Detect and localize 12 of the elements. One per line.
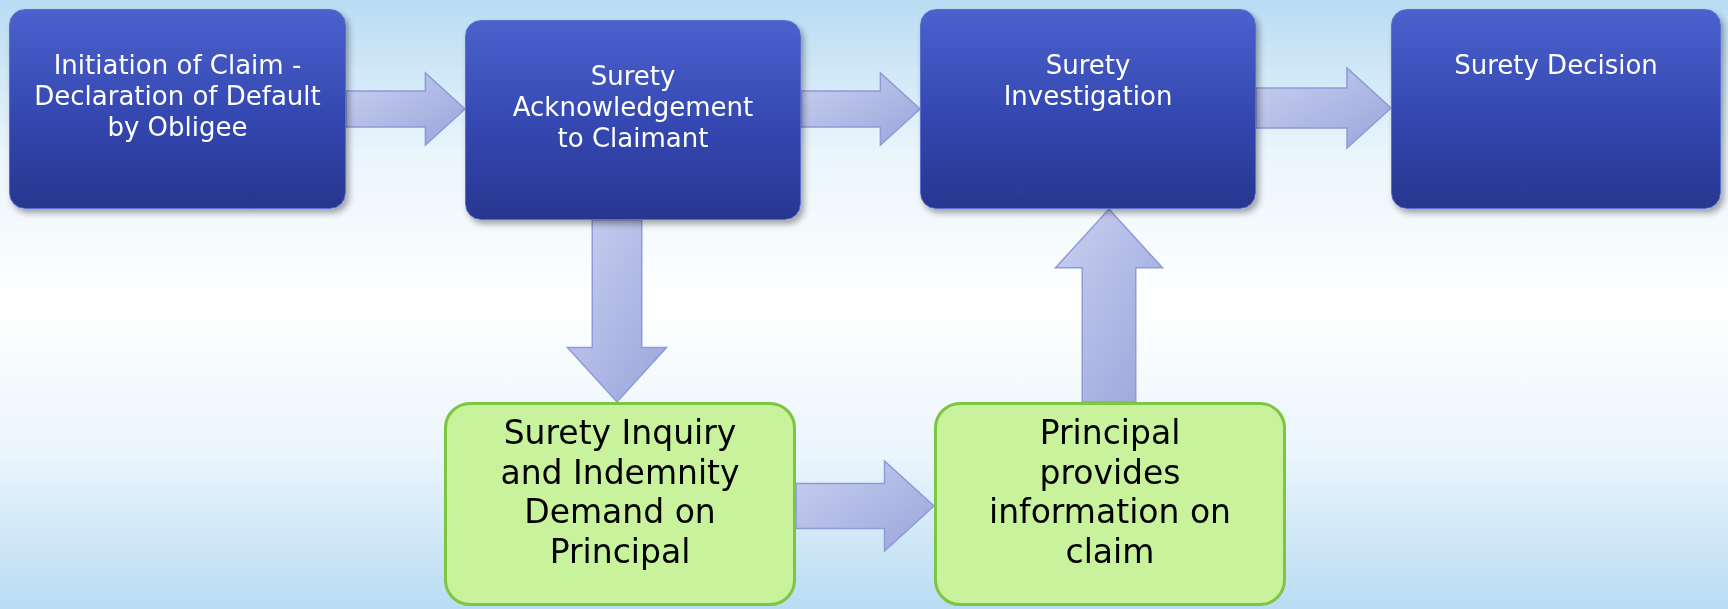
block-arrow [1053,207,1165,403]
step-box: Principal provides information on claim [934,402,1286,606]
process-box: Initiation of Claim - Declaration of Default by Obligee [9,9,346,209]
block-arrow [800,71,922,147]
block-arrow [345,71,467,147]
process-box: Surety Investigation [920,9,1256,209]
block-arrow [1255,66,1393,150]
process-box: Surety Acknowledgement to Claimant [465,20,801,220]
process-box: Surety Decision [1391,9,1721,209]
step-box: Surety Inquiry and Indemnity Demand on Principal [444,402,796,606]
block-arrow [565,219,669,404]
block-arrow [795,459,936,553]
